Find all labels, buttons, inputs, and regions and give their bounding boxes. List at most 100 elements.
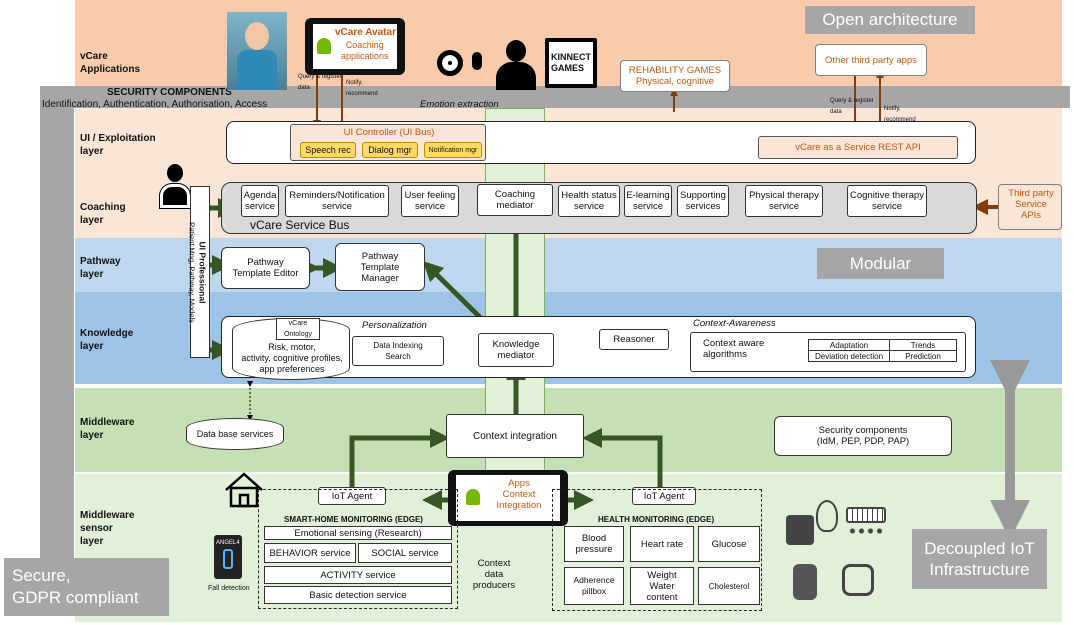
context-algorithms-label: Context aware algorithms	[703, 338, 765, 360]
security-left-bar	[40, 86, 74, 586]
house-icon	[225, 472, 263, 508]
notify-2: Notify, recommend	[884, 106, 916, 123]
third-party-apis: Third party Service APIs	[998, 184, 1062, 230]
smart-home-box	[258, 489, 458, 609]
behavior-service: BEHAVIOR service	[264, 543, 356, 563]
label-middleware: Middleware layer	[80, 417, 135, 441]
avatar-sub: Coaching applications	[341, 40, 389, 61]
activity-service: ACTIVITY service	[264, 566, 452, 584]
notification-mgr: Notification mgr	[424, 142, 482, 158]
doctor-body-icon	[160, 184, 190, 208]
deviation-cell: Deviation detection	[808, 350, 890, 362]
decoupled-tag: Decoupled IoT Infrastructure	[912, 529, 1047, 589]
query-register-2: Query & register data	[830, 98, 874, 115]
third-party-apps-box: Other third party apps	[815, 44, 927, 76]
tablet-avatar-screen: vCare Avatar Coaching applications	[313, 24, 397, 69]
angel-label: ANGEL4	[216, 540, 240, 546]
android-icon-2	[466, 489, 480, 505]
tablet-apps-screen: Apps Context Integration	[456, 475, 560, 521]
knowledge-mediator: Knowledge mediator	[478, 333, 554, 367]
smart-home-title: SMART-HOME MONITORING (EDGE)	[284, 515, 423, 524]
db-cylinder: Data base services	[186, 418, 284, 450]
modular-tag: Modular	[817, 248, 944, 279]
prediction-cell: Prediction	[889, 350, 957, 362]
secure-tag: Secure, GDPR compliant	[4, 558, 169, 616]
label-pathway: Pathway layer	[80, 256, 121, 280]
health-monitoring-box	[552, 489, 762, 611]
dialog-mgr: Dialog mgr	[362, 142, 418, 158]
security-components: Security components (IdM, PEP, PDP, PAP)	[774, 416, 952, 456]
rehab-box: REHABILITY GAMES Physical, cognitive	[620, 60, 730, 92]
context-producers: Context data producers	[472, 558, 516, 591]
social-service: SOCIAL service	[358, 543, 452, 563]
label-ui: UI / Exploitation layer	[80, 133, 156, 157]
pathway-manager: Pathway Template Manager	[335, 243, 425, 291]
doctor-head-icon	[167, 164, 183, 182]
pillbox-icon	[846, 507, 886, 523]
basic-detection: Basic detection service	[264, 586, 452, 604]
emotional-sensing: Emotional sensing (Research)	[264, 526, 452, 540]
context-integration: Context integration	[446, 414, 584, 458]
pathway-editor: Pathway Template Editor	[221, 247, 310, 289]
reasoner: Reasoner	[599, 329, 669, 350]
security-bar	[40, 86, 1070, 108]
third-party-apis-label: Third party Service APIs	[1008, 188, 1054, 221]
ui-professional-title: UI Professional	[197, 241, 208, 304]
open-architecture-tag: Open architecture	[805, 6, 975, 34]
person-icon	[223, 549, 233, 569]
blood-pressure-monitor-icon	[786, 515, 814, 545]
label-sensor: Middleware sensor layer	[80, 510, 135, 547]
service-bus-label: vCare Service Bus	[250, 218, 350, 232]
profiles-label: Risk, motor, activity, cognitive profile…	[241, 342, 343, 374]
third-party-apps-label: Other third party apps	[825, 54, 917, 66]
avatar-head-icon	[245, 22, 269, 50]
patient-head-icon	[506, 40, 526, 62]
pills-icon	[848, 526, 884, 536]
avatar-title: vCare Avatar	[335, 27, 396, 38]
coaching-mediator: Coaching mediator	[477, 184, 553, 216]
security-subtitle: Identification, Authentication, Authoris…	[42, 99, 268, 110]
stethoscope-icon	[816, 500, 838, 532]
health-service: Health status service	[558, 185, 620, 217]
ui-controller-title: UI Controller (UI Bus)	[343, 127, 435, 138]
rehab-label: REHABILITY GAMES Physical, cognitive	[628, 65, 722, 87]
ontology-label: vCare Ontology	[276, 318, 320, 340]
emotion-extraction: Emotion extraction	[420, 99, 499, 110]
health-title: HEALTH MONITORING (EDGE)	[598, 515, 715, 524]
cognitive-service: Cognitive therapy service	[847, 185, 927, 217]
doctor-icon	[160, 164, 190, 208]
webcam-icon	[437, 50, 463, 76]
reminders-service: Reminders/Notification service	[285, 185, 389, 217]
cholesterol: Cholesterol	[698, 567, 760, 605]
smartwatch-icon	[793, 564, 817, 600]
label-knowledge: Knowledge layer	[80, 328, 134, 352]
scale-icon	[842, 564, 874, 596]
agenda-service: Agenda service	[241, 185, 279, 217]
blood-pressure: Blood pressure	[564, 526, 624, 562]
ui-professional-sub: Patient Mng, Pathway, Models	[187, 222, 197, 323]
label-coaching: Coaching layer	[80, 202, 126, 226]
elearning-service: E-learning service	[624, 185, 672, 217]
patient-body-icon	[496, 62, 536, 90]
speech-rec: Speech rec	[300, 142, 356, 158]
tablet-avatar: vCare Avatar Coaching applications	[305, 18, 405, 75]
kinnect-monitor: KINNECT GAMES	[545, 38, 597, 88]
iot-agent-1: IoT Agent	[318, 487, 386, 505]
rest-api-label: vCare as a Service REST API	[795, 142, 921, 153]
heart-rate: Heart rate	[630, 526, 694, 562]
iot-agent-2: IoT Agent	[632, 487, 696, 505]
android-icon	[317, 38, 331, 54]
data-indexing: Data Indexing Search	[352, 336, 444, 366]
fall-detection-device: ANGEL4	[214, 535, 242, 579]
ui-professional-bar: UI Professional Patient Mng, Pathway, Mo…	[187, 186, 210, 358]
feeling-service: User feeling service	[401, 185, 459, 217]
query-register-1: Query & register data	[298, 74, 342, 91]
rest-api-box: vCare as a Service REST API	[758, 136, 958, 159]
patient-heart-icon	[496, 40, 536, 90]
context-awareness-label: Context-Awareness	[693, 318, 776, 329]
label-vcare: vCare Applications	[80, 51, 141, 75]
weight-water: Weight Water content	[630, 567, 694, 605]
glucose: Glucose	[698, 526, 760, 562]
avatar-body-icon	[237, 50, 277, 90]
security-title: SECURITY COMPONENTS	[107, 87, 232, 98]
